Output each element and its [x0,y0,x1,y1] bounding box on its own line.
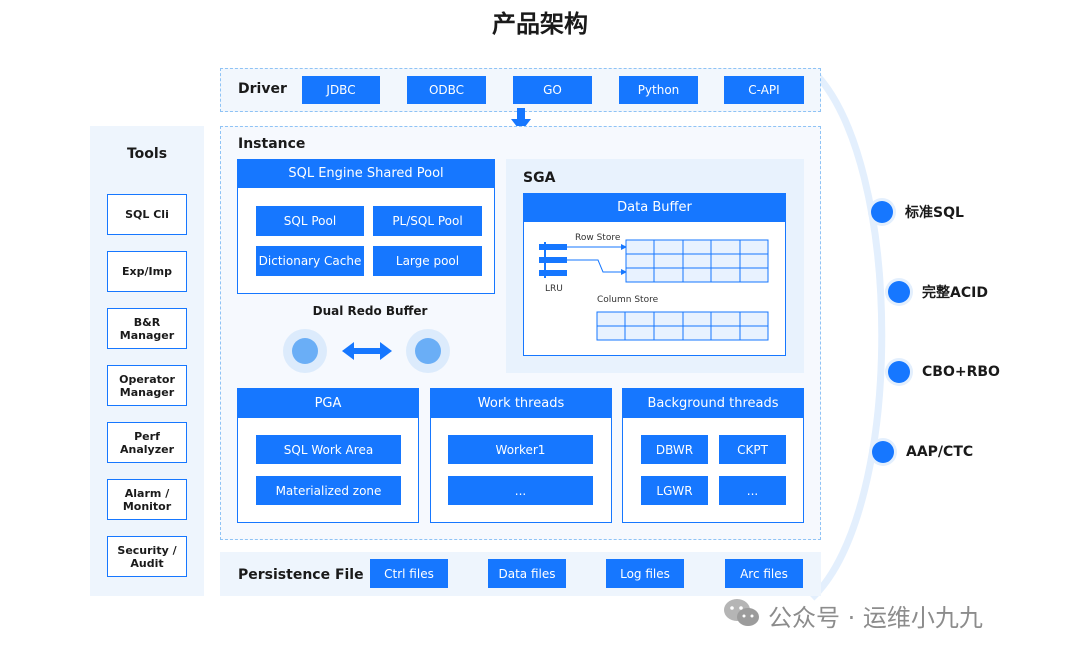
sql-engine-header: SQL Engine Shared Pool [237,159,495,188]
ckpt-block: CKPT [719,435,786,464]
sql-work-area-block: SQL Work Area [256,435,401,464]
dictionary-cache-block: Dictionary Cache [256,246,364,276]
bullet-icon [872,441,894,463]
tool-alarm-monitor[interactable]: Alarm / Monitor [107,479,187,520]
lgwr-block: LGWR [641,476,708,505]
arrow-down-icon [511,108,531,132]
lru-label: LRU [545,284,563,294]
instance-label: Instance [238,136,306,152]
feature-cbo-rbo: CBO+RBO [888,361,1000,383]
dual-redo-label: Dual Redo Buffer [312,304,428,318]
watermark-text: 公众号 · 运维小九九 [768,604,983,632]
arc-files-block[interactable]: Arc files [725,559,803,588]
work-threads-header: Work threads [430,388,612,418]
column-store-label: Column Store [597,295,659,305]
bullet-icon [888,361,910,383]
data-buffer-header: Data Buffer [523,193,786,222]
data-files-block[interactable]: Data files [488,559,566,588]
dbwr-block: DBWR [641,435,708,464]
sga-label: SGA [523,170,556,186]
persistence-label: Persistence File [238,567,364,583]
background-threads-header: Background threads [622,388,804,418]
ctrl-files-block[interactable]: Ctrl files [370,559,448,588]
driver-odbc-button[interactable]: ODBC [407,76,486,104]
worker1-block: Worker1 [448,435,593,464]
driver-capi-button[interactable]: C-API [724,76,804,104]
row-store-label: Row Store [575,233,621,243]
bullet-icon [888,281,910,303]
feature-standard-sql: 标准SQL [871,201,964,223]
feature-aap-ctc: AAP/CTC [872,441,973,463]
wechat-icon [724,599,759,626]
log-files-block[interactable]: Log files [606,559,684,588]
materialized-zone-block: Materialized zone [256,476,401,505]
large-pool-block: Large pool [373,246,482,276]
bullet-icon [871,201,893,223]
driver-label: Driver [238,81,287,97]
driver-go-button[interactable]: GO [513,76,592,104]
worker-more-block: ... [448,476,593,505]
dual-redo-graphic [283,329,450,373]
feature-full-acid: 完整ACID [888,281,988,303]
bg-more-block: ... [719,476,786,505]
driver-jdbc-button[interactable]: JDBC [302,76,380,104]
tool-perf-analyzer[interactable]: Perf Analyzer [107,422,187,463]
tools-label: Tools [126,146,168,162]
tool-operator-manager[interactable]: Operator Manager [107,365,187,406]
tool-security-audit[interactable]: Security / Audit [107,536,187,577]
tool-sql-cli[interactable]: SQL Cli [107,194,187,235]
tool-exp-imp[interactable]: Exp/Imp [107,251,187,292]
sql-pool-block: SQL Pool [256,206,364,236]
driver-python-button[interactable]: Python [619,76,698,104]
sga-memory-diagram [539,239,769,341]
page-title: 产品架构 [492,10,588,38]
tool-br-manager[interactable]: B&R Manager [107,308,187,349]
pga-header: PGA [237,388,419,418]
plsql-pool-block: PL/SQL Pool [373,206,482,236]
